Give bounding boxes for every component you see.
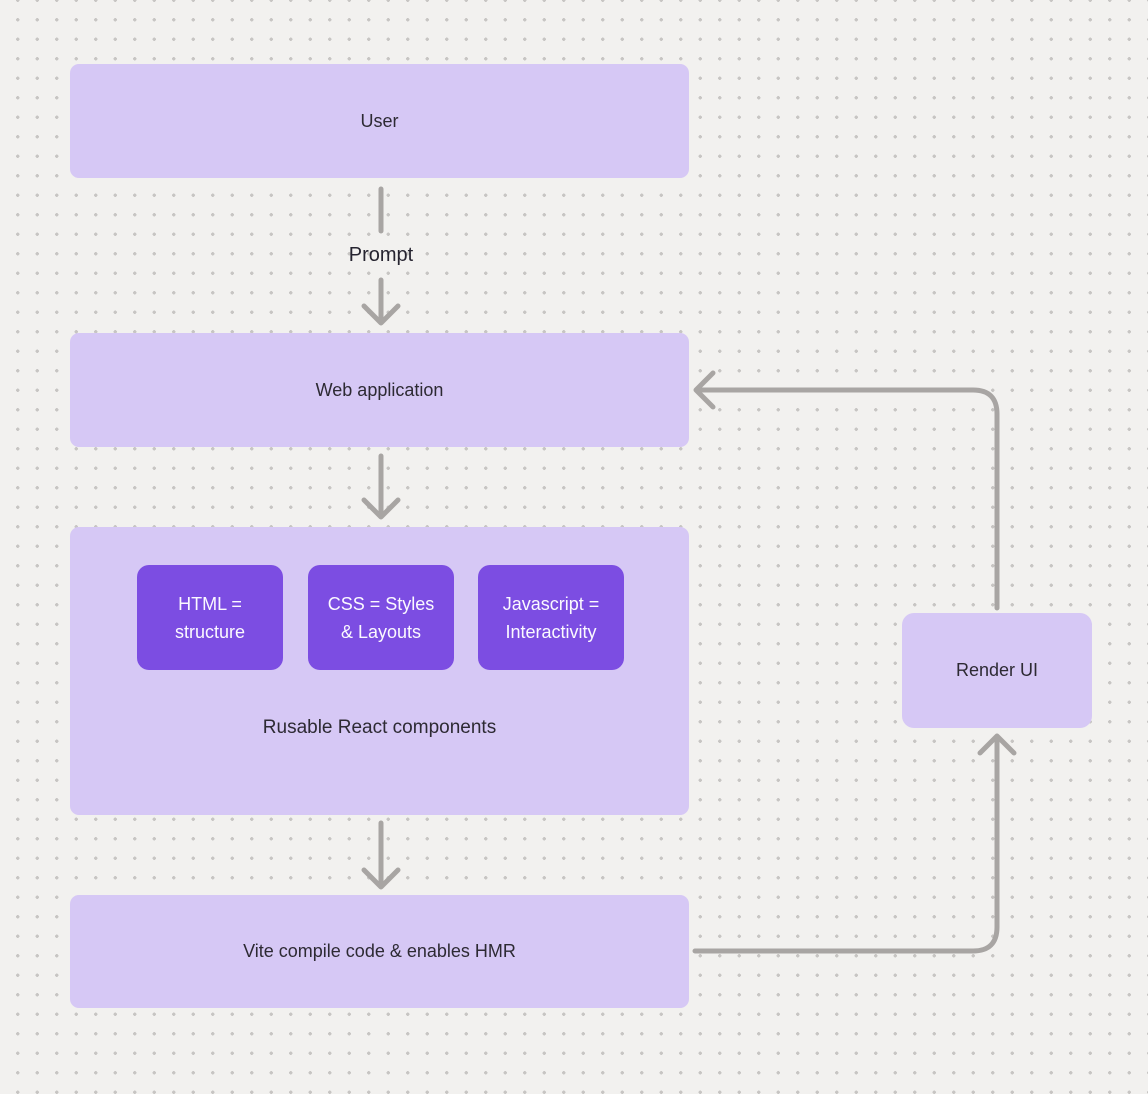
edge-prompt-label: Prompt	[348, 244, 414, 266]
node-vite-label: Vite compile code & enables HMR	[243, 941, 516, 961]
edge-vite-to-render-line	[692, 739, 1000, 954]
node-render-ui-label: Render UI	[955, 660, 1039, 680]
node-html-structure-label: HTML = structure	[174, 593, 246, 642]
arrowhead-down-icon	[361, 867, 401, 890]
node-web-application-label: Web application	[315, 379, 444, 400]
node-css-styles-label: CSS = Styles & Layouts	[327, 593, 435, 642]
node-html-structure: HTML = structure	[137, 565, 283, 670]
arrowhead-down-icon	[361, 497, 401, 520]
node-render-ui: Render UI	[902, 613, 1092, 728]
arrowhead-up-icon	[977, 733, 1017, 756]
edge-web-to-components	[361, 453, 401, 520]
node-javascript-interactivity: Javascript = Interactivity	[478, 565, 624, 670]
edge-render-to-web-line	[698, 387, 1000, 611]
edge-render-to-web	[693, 370, 1000, 611]
node-vite: Vite compile code & enables HMR	[70, 895, 689, 1008]
edge-components-to-vite	[361, 820, 401, 890]
node-user: User	[70, 64, 689, 178]
node-components-group: HTML = structure CSS = Styles & Layouts …	[70, 527, 689, 815]
node-web-application: Web application	[70, 333, 689, 447]
node-css-styles: CSS = Styles & Layouts	[308, 565, 454, 670]
edge-vite-to-render	[692, 733, 1017, 954]
arrowhead-down-icon	[361, 303, 401, 326]
node-javascript-interactivity-label: Javascript = Interactivity	[502, 593, 600, 642]
node-components-caption: Rusable React components	[262, 717, 497, 738]
node-user-label: User	[360, 110, 399, 131]
arrowhead-left-icon	[693, 370, 716, 410]
